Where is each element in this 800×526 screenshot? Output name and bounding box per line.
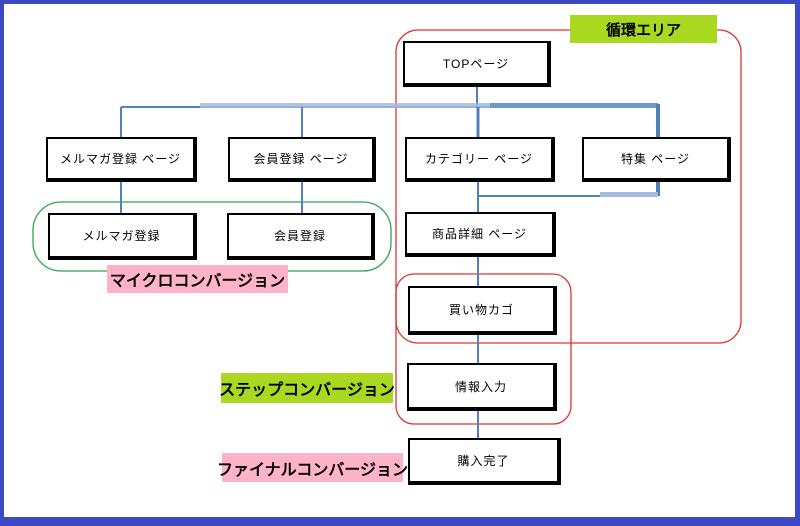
node-top-page: TOPページ (403, 41, 551, 87)
node-member-registration: 会員登録 (227, 213, 375, 260)
node-purchase-complete: 購入完了 (408, 438, 561, 485)
label-loop-area: 循環エリア (570, 15, 717, 43)
node-mailmag-registration-page: メルマガ登録 ページ (46, 137, 197, 182)
node-product-detail-page: 商品詳細 ページ (405, 212, 556, 257)
node-special-feature-page: 特集 ページ (582, 137, 731, 182)
node-mailmag-registration: メルマガ登録 (48, 213, 197, 260)
step-conversion-outline (395, 273, 572, 425)
node-shopping-cart: 買い物カゴ (408, 286, 557, 335)
node-member-registration-page: 会員登録 ページ (228, 137, 376, 182)
label-micro-conversion: マイクロコンバージョン (107, 265, 288, 293)
node-category-page: カテゴリー ページ (405, 137, 555, 182)
label-final-conversion: ファイナルコンバージョン (217, 453, 408, 482)
label-step-conversion: ステップコンバージョン (219, 373, 395, 403)
loop-area-outline (395, 29, 742, 344)
node-info-input: 情報入力 (407, 363, 557, 411)
